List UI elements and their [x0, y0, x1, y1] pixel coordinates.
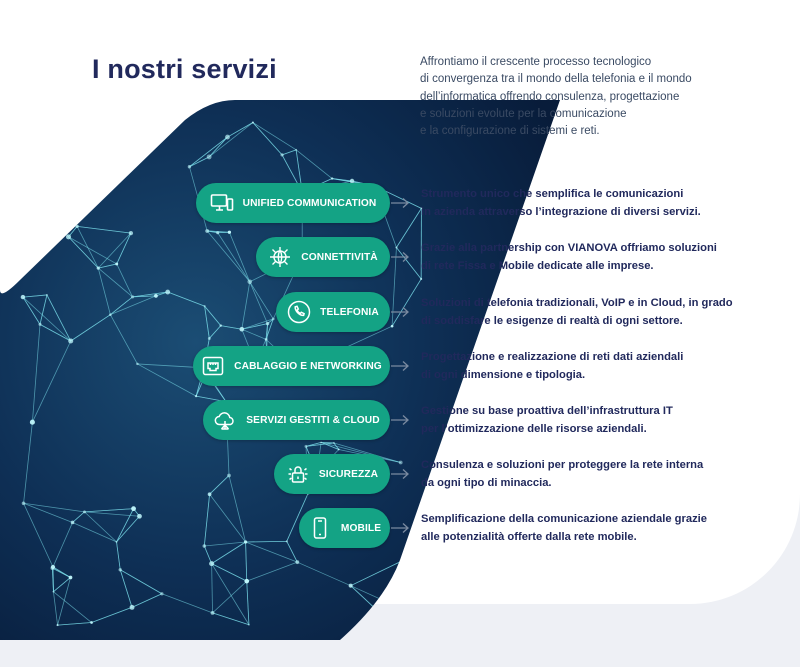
service-servizi-gestiti-cloud-button[interactable]: SERVIZI GESTITI & CLOUD: [203, 400, 390, 440]
service-label: SICUREZZA: [318, 468, 379, 480]
description-line: Progettazione e realizzazione di reti da…: [421, 351, 684, 363]
monitor-phone-icon: [210, 191, 234, 215]
arrow-right-icon: [391, 415, 409, 425]
service-unified-communication-button[interactable]: UNIFIED COMMUNICATION: [196, 183, 390, 223]
service-label: SERVIZI GESTITI & CLOUD: [246, 414, 380, 426]
service-description: Semplificazione della comunicazione azie…: [421, 510, 781, 546]
arrow-right-icon: [391, 198, 409, 208]
arrow-right-icon: [391, 252, 409, 262]
service-label: MOBILE: [340, 522, 382, 534]
service-description: Soluzioni di telefonia tradizionali, VoI…: [421, 294, 781, 330]
phone-icon: [287, 300, 311, 324]
network-socket-icon: [201, 354, 225, 378]
service-description: Progettazione e realizzazione di reti da…: [421, 348, 781, 384]
description-line: di soddisfare le esigenze di realtà di o…: [421, 315, 683, 327]
description-line: Gestione su base proattiva dell’infrastr…: [421, 405, 673, 417]
cloud-icon: [213, 408, 237, 432]
service-label: TELEFONIA: [320, 306, 379, 318]
intro-line: di convergenza tra il mondo della telefo…: [420, 73, 692, 86]
service-label: CONNETTIVITÀ: [301, 251, 378, 263]
intro-line: dell’informatica offrendo consulenza, pr…: [420, 90, 680, 103]
arrow-right-icon: [391, 307, 409, 317]
service-description: Gestione su base proattiva dell’infrastr…: [421, 402, 781, 438]
network-globe-icon: [268, 245, 292, 269]
description-line: Strumento unico che semplifica le comuni…: [421, 188, 684, 200]
description-line: Consulenza e soluzioni per proteggere la…: [421, 459, 704, 471]
description-line: in azienda attraverso l’integrazione di …: [421, 206, 701, 218]
description-line: Soluzioni di telefonia tradizionali, VoI…: [421, 297, 733, 309]
description-line: di ogni dimensione e tipologia.: [421, 369, 586, 381]
intro-line: Affrontiamo il crescente processo tecnol…: [420, 56, 652, 68]
arrow-right-icon: [391, 469, 409, 479]
description-line: alle potenzialità offerte dalla rete mob…: [421, 531, 637, 543]
intro-line: e la configurazione di sistemi e reti.: [420, 125, 600, 138]
intro-paragraph: Affrontiamo il crescente processo tecnol…: [420, 54, 750, 140]
intro-line: e soluzioni evolute per la comunicazione: [420, 107, 627, 120]
service-sicurezza-button[interactable]: SICUREZZA: [274, 454, 390, 494]
service-label: UNIFIED COMMUNICATION: [242, 197, 377, 209]
arrow-right-icon: [391, 361, 409, 371]
description-line: Grazie alla partnership con VIANOVA offr…: [421, 242, 717, 254]
page-title: I nostri servizi: [92, 54, 277, 84]
arrow-right-icon: [391, 523, 409, 533]
service-mobile-button[interactable]: MOBILE: [299, 508, 390, 548]
service-label: CABLAGGIO E NETWORKING: [234, 360, 382, 372]
security-lock-icon: [286, 462, 310, 486]
service-description: Grazie alla partnership con VIANOVA offr…: [421, 239, 781, 275]
service-telefonia-button[interactable]: TELEFONIA: [276, 292, 390, 332]
description-line: di rete Fissa e Mobile dedicate alle imp…: [421, 260, 654, 272]
service-cablaggio-networking-button[interactable]: CABLAGGIO E NETWORKING: [193, 346, 390, 386]
description-line: Semplificazione della comunicazione azie…: [421, 513, 707, 525]
service-description: Strumento unico che semplifica le comuni…: [421, 185, 781, 221]
smartphone-icon: [308, 516, 332, 540]
description-line: per l’ottimizzazione delle risorse azien…: [421, 423, 647, 435]
description-line: da ogni tipo di minaccia.: [421, 477, 552, 489]
service-connettivita-button[interactable]: CONNETTIVITÀ: [256, 237, 390, 277]
service-description: Consulenza e soluzioni per proteggere la…: [421, 456, 781, 492]
